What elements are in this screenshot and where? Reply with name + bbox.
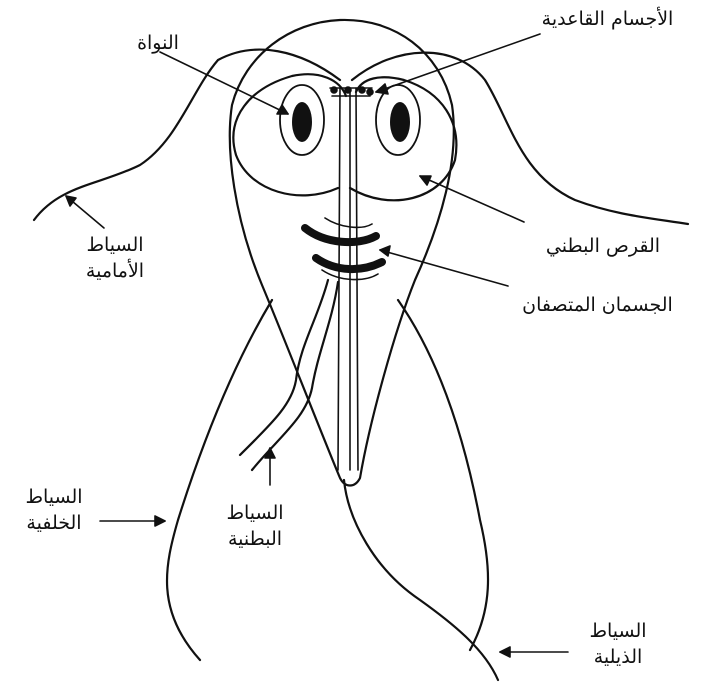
- label-posterior-flagella: السياط الخلفية: [4, 484, 104, 536]
- label-caudal-flagella-line1: السياط: [568, 618, 668, 644]
- label-ventral-disc-text: القرص البطني: [518, 233, 688, 259]
- label-ventral-flagella-line2: البطنية: [200, 526, 310, 552]
- label-caudal-flagella: السياط الذيلية: [568, 618, 668, 670]
- label-median-bodies-text: الجسمان المتصفان: [495, 292, 700, 318]
- posterior-flagellum-left: [167, 300, 272, 660]
- label-ventral-disc: القرص البطني: [518, 233, 688, 259]
- label-posterior-flagella-line2: الخلفية: [4, 510, 104, 536]
- label-nucleus-text: النواة: [113, 30, 203, 56]
- label-posterior-flagella-line1: السياط: [4, 484, 104, 510]
- ventral-disc-left: [233, 74, 346, 195]
- label-ventral-flagella: السياط البطنية: [200, 500, 310, 552]
- median-body-lower: [316, 258, 382, 269]
- label-anterior-flagella: السياط الأمامية: [60, 232, 170, 284]
- leader-arrows: [66, 34, 568, 657]
- basal-bodies: [330, 87, 373, 96]
- label-basal-bodies-text: الأجسام القاعدية: [520, 6, 695, 32]
- label-median-bodies: الجسمان المتصفان: [495, 292, 700, 318]
- nucleolus-right: [390, 102, 410, 142]
- caudal-flagellum: [344, 480, 498, 680]
- label-ventral-flagella-line1: السياط: [200, 500, 310, 526]
- label-caudal-flagella-line2: الذيلية: [568, 644, 668, 670]
- ventral-flagellum-outer: [240, 280, 328, 455]
- nucleolus-left: [292, 102, 312, 142]
- label-basal-bodies: الأجسام القاعدية: [520, 6, 695, 32]
- label-anterior-flagella-line1: السياط: [60, 232, 170, 258]
- median-body-upper: [305, 228, 376, 242]
- label-anterior-flagella-line2: الأمامية: [60, 258, 170, 284]
- label-nucleus: النواة: [113, 30, 203, 56]
- posterior-flagellum-right: [398, 300, 488, 650]
